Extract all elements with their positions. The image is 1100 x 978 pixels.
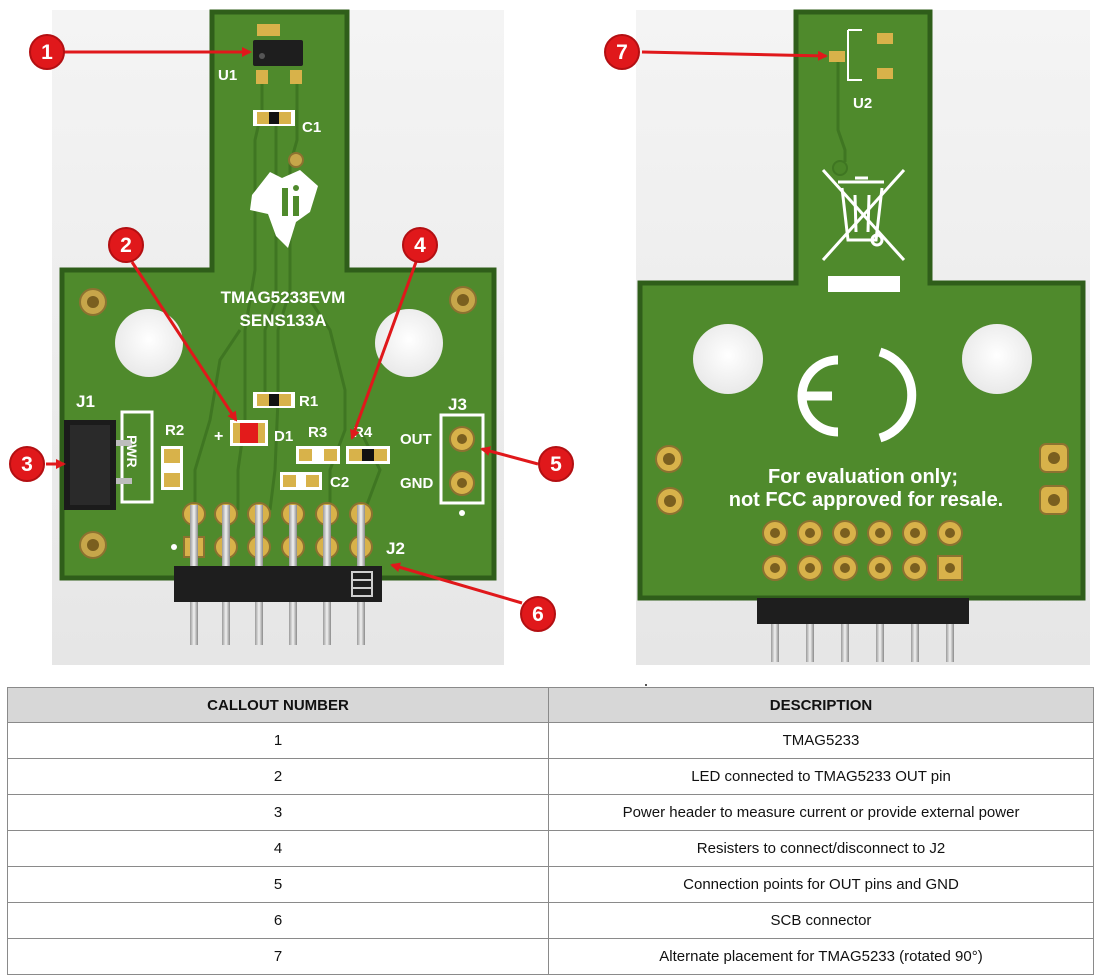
description-cell: LED connected to TMAG5233 OUT pin <box>548 758 1094 795</box>
label-j1: J1 <box>76 392 95 411</box>
label-u1: U1 <box>218 67 237 84</box>
board-name-label: TMAG5233EVM <box>221 288 346 307</box>
u2-footprint <box>829 29 893 81</box>
callout-number-cell: 3 <box>7 794 549 831</box>
description-cell: Resisters to connect/disconnect to J2 <box>548 830 1094 867</box>
callout-arrow-2 <box>130 261 238 422</box>
d1-led <box>230 420 268 446</box>
callout-number-cell: 4 <box>7 830 549 867</box>
label-d1-plus: + <box>214 428 223 445</box>
label-d1: D1 <box>274 428 293 445</box>
callout-badge-4: 4 <box>402 227 438 263</box>
callout-arrow-6 <box>390 562 523 605</box>
callout-arrows <box>46 47 828 605</box>
callout-arrow-4 <box>350 261 418 440</box>
c1-capacitor <box>253 110 295 126</box>
table-row: 1 TMAG5233 <box>7 722 1094 759</box>
divider-dot <box>645 684 647 686</box>
table-header-row: CALLOUT NUMBER DESCRIPTION <box>7 687 1094 723</box>
callout-badge-1: 1 <box>29 34 65 70</box>
back-mount-hole-left <box>693 324 763 394</box>
description-cell: Alternate placement for TMAG5233 (rotate… <box>548 938 1094 975</box>
label-j2: J2 <box>386 539 405 558</box>
description-cell: SCB connector <box>548 902 1094 939</box>
description-cell: TMAG5233 <box>548 722 1094 759</box>
notice-line-1: For evaluation only; <box>768 466 958 488</box>
callout-number-cell: 5 <box>7 866 549 903</box>
header-description: DESCRIPTION <box>548 687 1094 723</box>
board-back-view: U2 <box>636 9 1090 665</box>
label-u2: U2 <box>853 95 872 112</box>
r3-resistor <box>296 446 340 464</box>
svg-text:5: 5 <box>550 453 562 476</box>
svg-text:7: 7 <box>616 41 628 64</box>
r4-resistor <box>346 446 390 464</box>
back-mount-hole-right <box>962 324 1032 394</box>
board-front-view: U1 C1 TMAG5233EVM SENS133A R1 <box>52 9 504 665</box>
callout-badge-6: 6 <box>520 596 556 632</box>
label-r3: R3 <box>308 424 327 441</box>
description-cell: Connection points for OUT pins and GND <box>548 866 1094 903</box>
svg-text:4: 4 <box>414 234 426 257</box>
callout-number-cell: 6 <box>7 902 549 939</box>
callout-badges: 1 2 3 4 5 6 7 <box>9 34 640 632</box>
table-row: 6 SCB connector <box>7 902 1094 939</box>
svg-text:6: 6 <box>532 603 544 626</box>
ce-mark-icon <box>797 347 917 443</box>
j2-connector <box>171 502 382 645</box>
label-gnd: GND <box>400 475 434 492</box>
callout-arrow-5 <box>480 446 539 466</box>
svg-text:2: 2 <box>120 234 132 257</box>
notice-line-2: not FCC approved for resale. <box>729 489 1004 511</box>
svg-text:3: 3 <box>21 453 33 476</box>
back-j2-header <box>757 598 969 662</box>
table-row: 5 Connection points for OUT pins and GND <box>7 866 1094 903</box>
header-callout-number: CALLOUT NUMBER <box>7 687 549 723</box>
j1-power-header <box>64 410 154 510</box>
callout-description-table: CALLOUT NUMBER DESCRIPTION 1 TMAG5233 2 … <box>7 687 1094 975</box>
u1-sensor <box>253 24 303 84</box>
description-cell: Power header to measure current or provi… <box>548 794 1094 831</box>
svg-text:1: 1 <box>41 41 53 64</box>
front-corner-pads <box>79 286 477 559</box>
label-c2: C2 <box>330 474 349 491</box>
callout-number-cell: 1 <box>7 722 549 759</box>
evm-board-diagram: U1 C1 TMAG5233EVM SENS133A R1 <box>9 9 1090 665</box>
callout-number-cell: 2 <box>7 758 549 795</box>
r2-resistor <box>161 446 183 490</box>
label-c1: C1 <box>302 119 321 136</box>
table-row: 7 Alternate placement for TMAG5233 (rota… <box>7 938 1094 975</box>
back-pcb <box>637 9 1086 601</box>
board-id-label: SENS133A <box>240 311 327 330</box>
j3-header <box>439 413 485 516</box>
label-j3: J3 <box>448 395 467 414</box>
callout-number-cell: 7 <box>7 938 549 975</box>
front-pcb <box>59 9 497 581</box>
label-r2: R2 <box>165 422 184 439</box>
weee-bar <box>828 276 900 292</box>
ti-logo <box>250 170 318 248</box>
r1-resistor <box>253 392 295 408</box>
label-out: OUT <box>400 431 432 448</box>
label-r1: R1 <box>299 393 318 410</box>
callout-badge-3: 3 <box>9 446 45 482</box>
callout-badge-2: 2 <box>108 227 144 263</box>
callout-badge-5: 5 <box>538 446 574 482</box>
table-row: 4 Resisters to connect/disconnect to J2 <box>7 830 1094 867</box>
label-j1-pwr: PWR <box>124 435 140 468</box>
table-row: 3 Power header to measure current or pro… <box>7 794 1094 831</box>
c2-capacitor <box>280 472 322 490</box>
callout-arrow-7 <box>641 50 828 61</box>
front-mount-hole-left <box>115 309 183 377</box>
table-row: 2 LED connected to TMAG5233 OUT pin <box>7 758 1094 795</box>
callout-badge-7: 7 <box>604 34 640 70</box>
weee-bin-icon <box>821 168 906 262</box>
back-side-pads <box>655 443 1069 515</box>
